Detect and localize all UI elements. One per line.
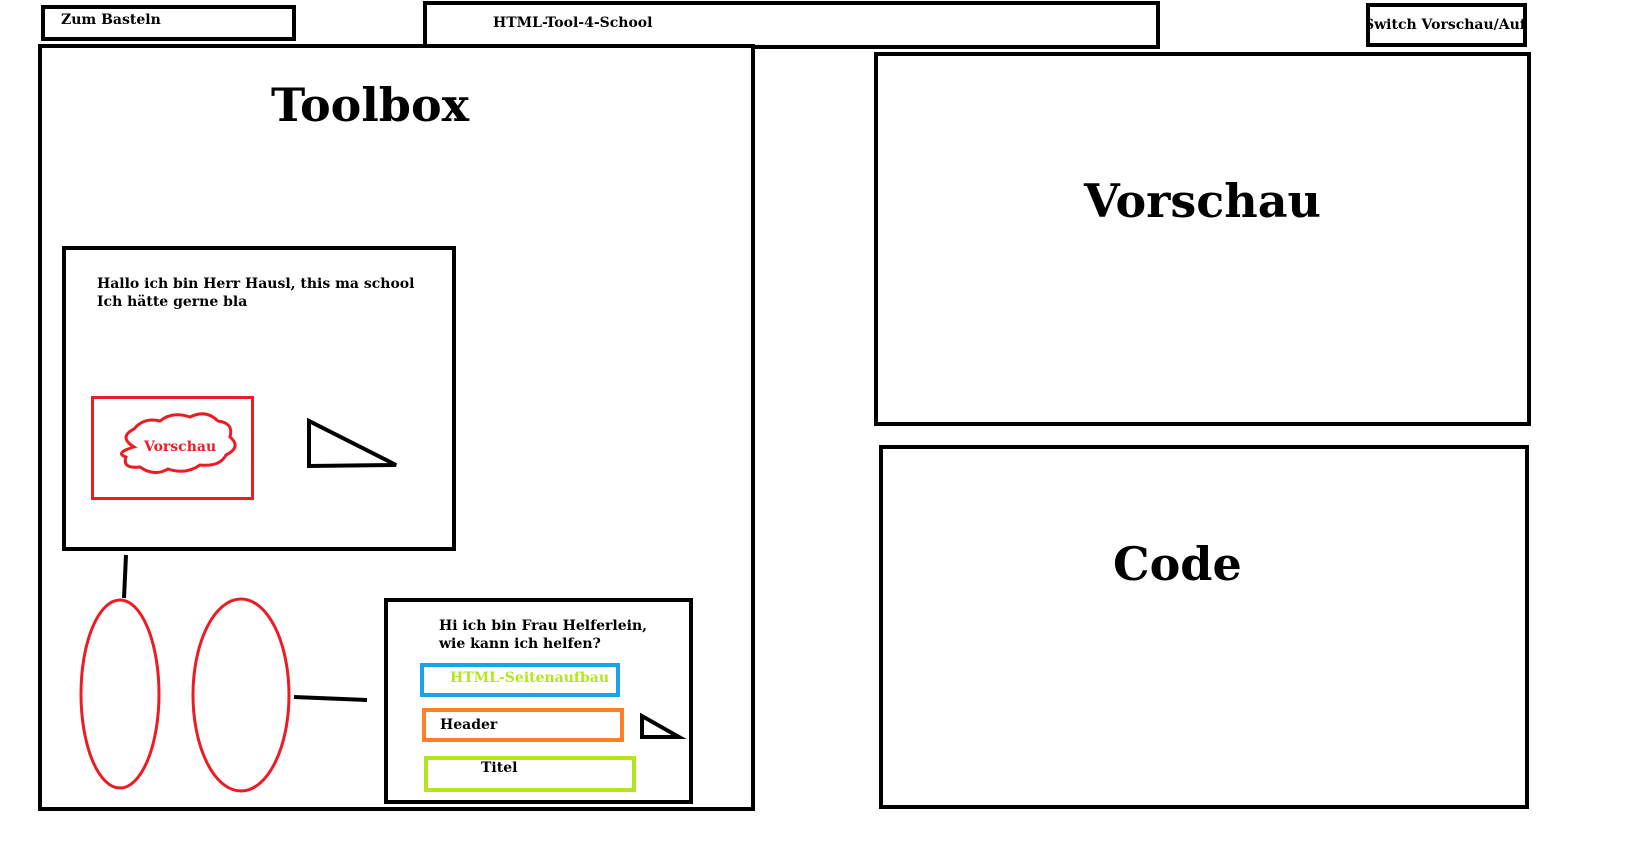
option-header-label: Header [440,717,498,733]
helper-message-line1: Hi ich bin Frau Helferlein, [439,618,648,634]
zum-basteln-label: Zum Basteln [61,12,161,28]
teacher-figure-left [79,598,161,790]
preview-thumbnail[interactable]: Vorschau [91,396,254,500]
code-title: Code [1113,537,1242,591]
teacher-arrow-icon [307,417,397,469]
preview-cloud-label: Vorschau [144,439,217,455]
option-titel[interactable]: Titel [424,756,636,792]
app-title-bar: HTML-Tool-4-School [423,1,1160,49]
teacher-message-line1: Hallo ich bin Herr Hausl, this ma school [97,276,415,292]
helper-message-line2: wie kann ich helfen? [439,636,601,652]
switch-view-button[interactable]: Switch Vorschau/Aufgabe [1366,3,1527,47]
cloud-shape [120,412,237,474]
option-titel-label: Titel [481,760,518,776]
switch-view-label: Switch Vorschau/Aufgabe [1366,17,1526,33]
option-header[interactable]: Header [422,708,624,742]
code-panel: Code [879,445,1529,809]
option-html-seitenaufbau-label: HTML-Seitenaufbau [450,670,609,686]
teacher-panel: Hallo ich bin Herr Hausl, this ma school… [62,246,456,551]
teacher-message-line2: Ich hätte gerne bla [97,294,248,310]
helper-panel: Hi ich bin Frau Helferlein, wie kann ich… [384,598,693,804]
helper-connector [293,695,368,702]
teacher-connector [122,554,128,599]
zum-basteln-button[interactable]: Zum Basteln [41,5,296,41]
preview-title: Vorschau [1084,174,1321,228]
option-html-seitenaufbau[interactable]: HTML-Seitenaufbau [420,663,620,697]
helper-arrow-icon [640,712,687,739]
toolbox-title: Toolbox [271,78,470,132]
teacher-figure-right [191,597,291,793]
app-title: HTML-Tool-4-School [493,15,653,31]
preview-panel: Vorschau [874,52,1531,426]
